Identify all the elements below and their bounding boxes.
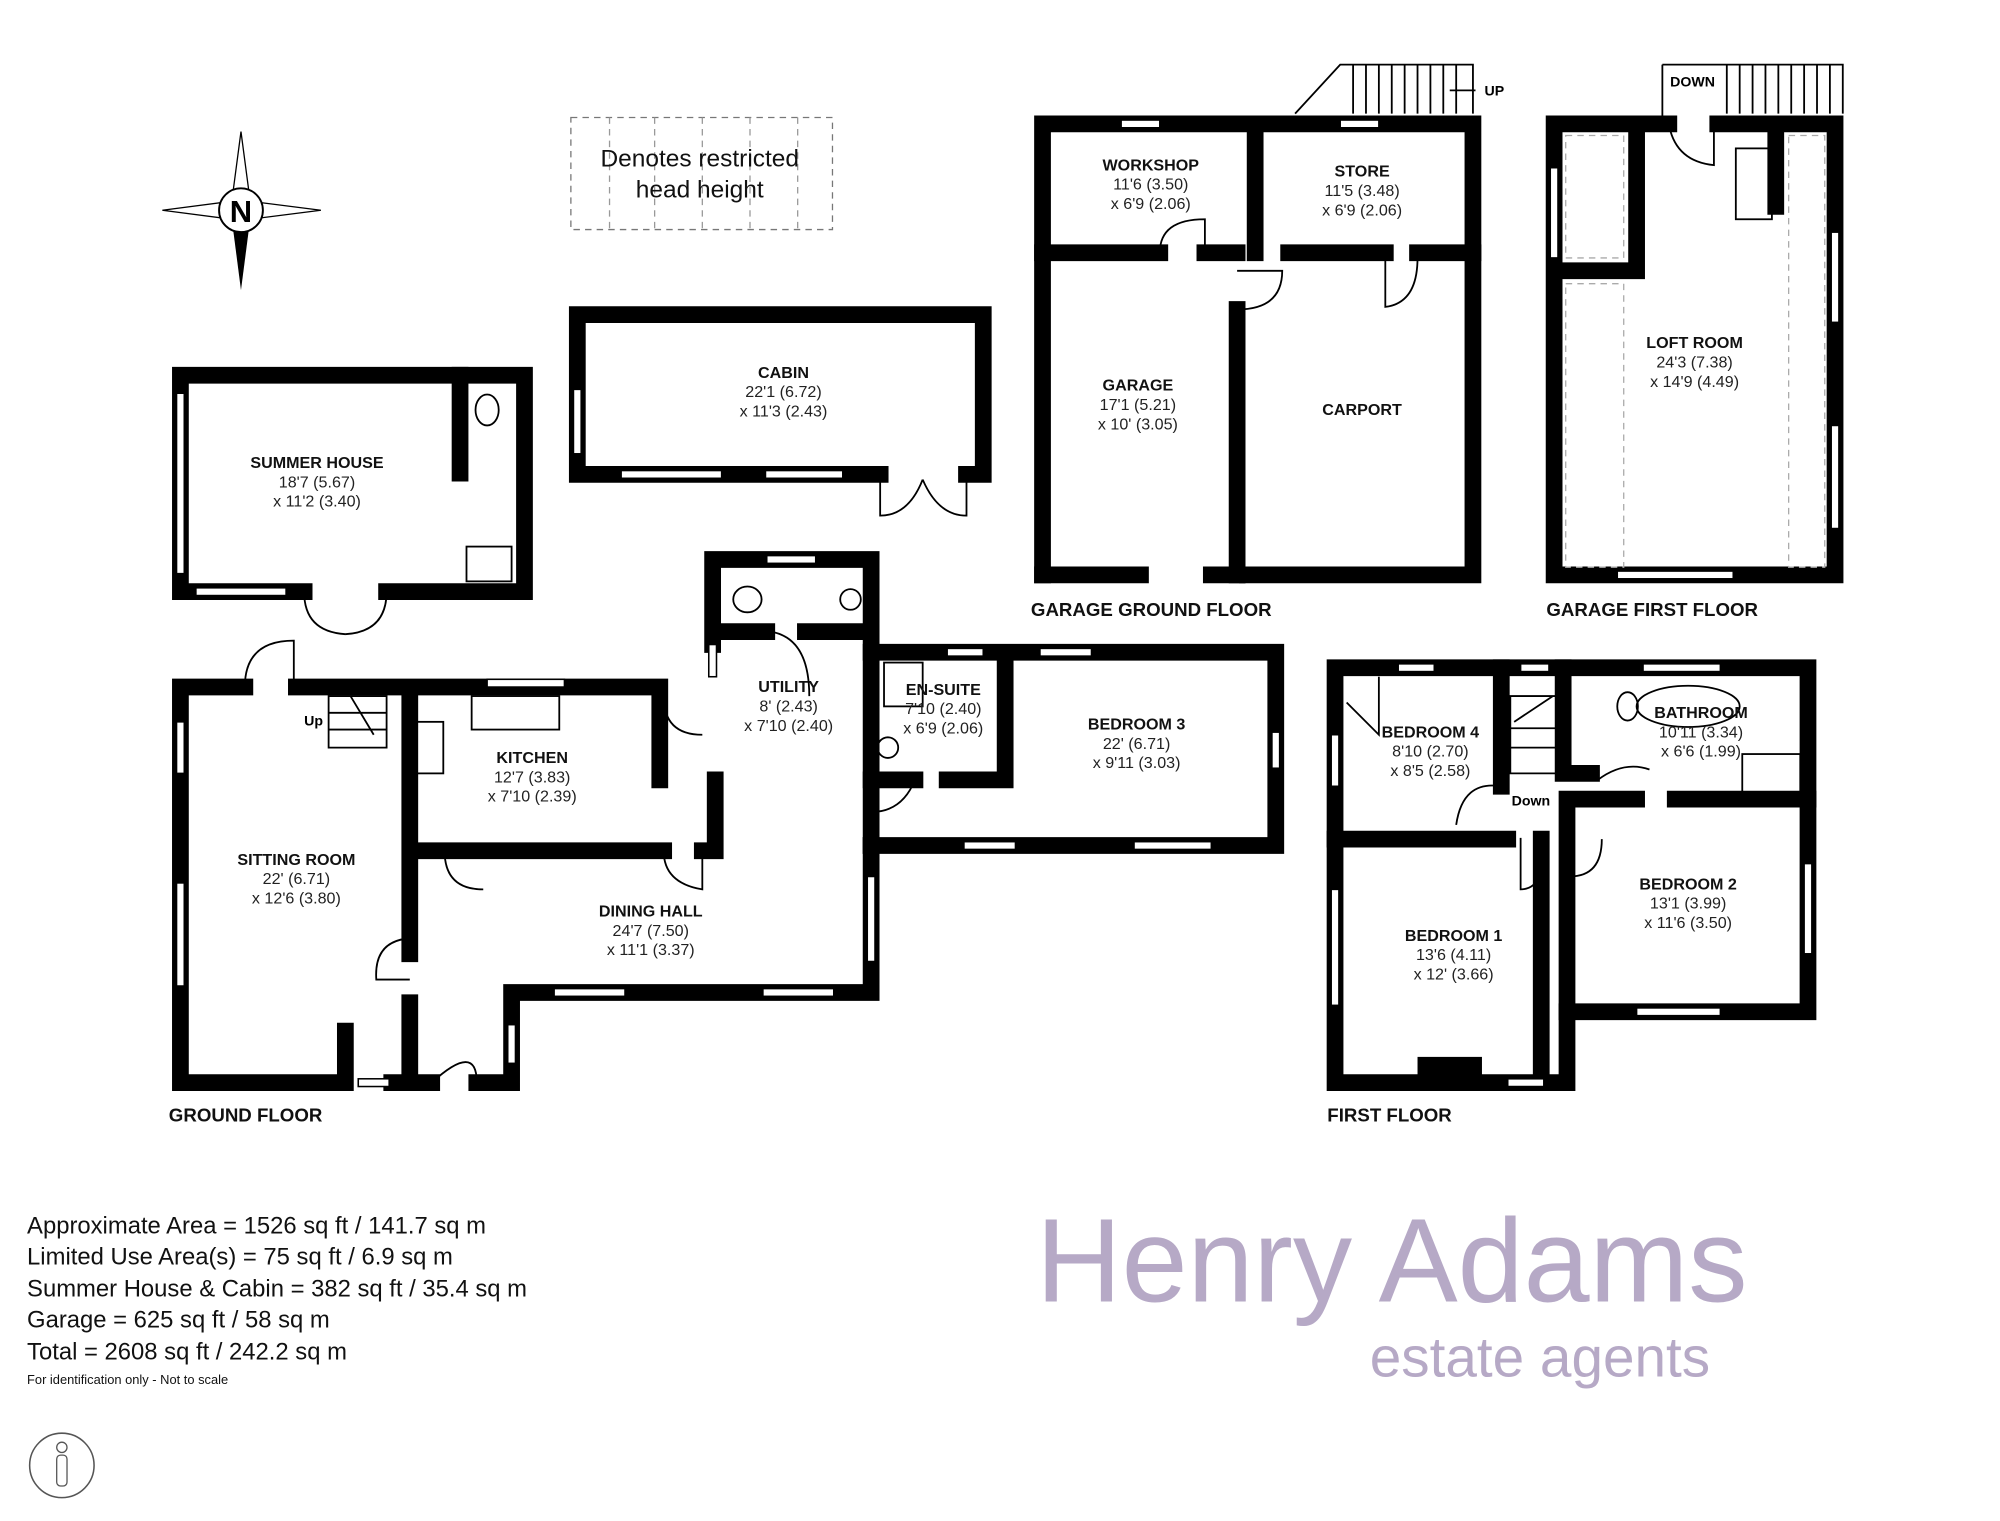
legend-line-2: head height: [636, 176, 764, 203]
room-dimension: x 6'9 (2.06): [1111, 195, 1191, 213]
room-name: UTILITY: [758, 678, 819, 696]
watermark-brand: Henry Adams: [1036, 1196, 1748, 1328]
person-scale-icon: [28, 1432, 95, 1499]
room-dimension: x 12' (3.66): [1414, 966, 1494, 984]
floor-label: FIRST FLOOR: [1327, 1104, 1452, 1125]
room-dimension: 24'3 (7.38): [1656, 353, 1732, 371]
room-name: BEDROOM 2: [1639, 875, 1737, 893]
compass-icon: N: [162, 131, 321, 291]
room-name: EN-SUITE: [906, 681, 981, 699]
room-name: BEDROOM 4: [1382, 723, 1480, 741]
area-line: Limited Use Area(s) = 75 sq ft / 6.9 sq …: [27, 1243, 453, 1270]
floor-label: GARAGE FIRST FLOOR: [1546, 599, 1758, 620]
disclaimer: For identification only - Not to scale: [27, 1372, 228, 1387]
room-name: LOFT ROOM: [1646, 334, 1743, 352]
floor-label: GARAGE GROUND FLOOR: [1031, 599, 1272, 620]
room-dimension: x 12'6 (3.80): [252, 890, 341, 908]
area-summary: Approximate Area = 1526 sq ft / 141.7 sq…: [27, 1212, 527, 1387]
restricted-head-height-legend: Denotes restricted head height: [570, 116, 834, 231]
room-dimension: x 7'10 (2.39): [488, 788, 577, 806]
area-line: Summer House & Cabin = 382 sq ft / 35.4 …: [27, 1276, 527, 1303]
room-dimension: 7'10 (2.40): [905, 700, 981, 718]
stairs-down-label: DOWN: [1670, 75, 1715, 91]
compass-north-label: N: [230, 194, 252, 229]
ground-floor: Up SITTING ROOM 22' (6.71) x 12'6 (3.80)…: [169, 551, 1285, 1125]
room-dimension: x 9'11 (3.03): [1093, 754, 1181, 772]
room-dimension: x 14'9 (4.49): [1650, 373, 1739, 391]
legend-line-1: Denotes restricted: [600, 145, 799, 172]
room-dimension: 11'5 (3.48): [1324, 182, 1399, 200]
room-dimension: x 6'9 (2.06): [903, 719, 983, 737]
watermark-tagline: estate agents: [1370, 1326, 1710, 1389]
room-name: BEDROOM 3: [1088, 716, 1186, 734]
cabin: CABIN 22'1 (6.72) x 11'3 (2.43): [568, 306, 992, 517]
room-name: GARAGE: [1103, 377, 1174, 395]
room-dimension: 24'7 (7.50): [613, 922, 689, 940]
first-floor: Down BEDROOM 4 8'10 (2.70) x 8'5 (2.58) …: [1326, 659, 1817, 1125]
room-name: SUMMER HOUSE: [250, 454, 383, 472]
room-dimension: 22'1 (6.72): [745, 383, 821, 401]
room-dimension: 13'6 (4.11): [1416, 946, 1491, 964]
garage-ground-floor: UP WORKSHOP 11'6 (3.50) x 6'9 (2.06) STO…: [1031, 63, 1505, 620]
area-line: Total = 2608 sq ft / 242.2 sq m: [27, 1339, 347, 1366]
area-line: Garage = 625 sq ft / 58 sq m: [27, 1307, 330, 1334]
room-dimension: 22' (6.71): [1103, 735, 1171, 753]
room-dimension: 10'11 (3.34): [1659, 723, 1743, 741]
room-dimension: 8'10 (2.70): [1392, 743, 1468, 761]
room-dimension: 8' (2.43): [759, 698, 818, 716]
room-name: SITTING ROOM: [237, 851, 355, 869]
watermark: Henry Adams estate agents: [1036, 1196, 1748, 1390]
room-name: CABIN: [758, 364, 809, 382]
room-name: BEDROOM 1: [1405, 927, 1503, 945]
floor-label: GROUND FLOOR: [169, 1104, 323, 1125]
room-dimension: x 10' (3.05): [1098, 415, 1178, 433]
room-dimension: 22' (6.71): [263, 870, 331, 888]
room-dimension: x 11'6 (3.50): [1644, 914, 1732, 932]
room-name: CARPORT: [1322, 401, 1402, 419]
room-dimension: 18'7 (5.67): [279, 473, 355, 491]
room-dimension: 11'6 (3.50): [1113, 176, 1188, 194]
room-dimension: x 8'5 (2.58): [1390, 762, 1470, 780]
room-dimension: 12'7 (3.83): [494, 768, 570, 786]
stairs-up-label: Up: [304, 714, 323, 730]
room-dimension: x 11'1 (3.37): [607, 941, 695, 959]
room-name: DINING HALL: [599, 902, 703, 920]
room-name: STORE: [1335, 163, 1390, 181]
room-name: BATHROOM: [1654, 704, 1748, 722]
room-dimension: 13'1 (3.99): [1650, 895, 1726, 913]
room-dimension: x 11'2 (3.40): [273, 493, 361, 511]
room-dimension: x 7'10 (2.40): [744, 717, 833, 735]
room-dimension: 17'1 (5.21): [1100, 396, 1176, 414]
room-dimension: x 11'3 (2.43): [740, 402, 828, 420]
stairs-up-label: UP: [1485, 84, 1505, 100]
garage-first-floor: DOWN LOFT ROOM 24'3 (7.38) x 14'9 (4.49)…: [1545, 63, 1844, 620]
summer-house: SUMMER HOUSE 18'7 (5.67) x 11'2 (3.40): [172, 366, 533, 636]
room-dimension: x 6'9 (2.06): [1322, 201, 1402, 219]
stairs-down-label: Down: [1512, 794, 1551, 810]
room-name: WORKSHOP: [1102, 156, 1199, 174]
area-line: Approximate Area = 1526 sq ft / 141.7 sq…: [27, 1212, 486, 1239]
room-dimension: x 6'6 (1.99): [1661, 743, 1741, 761]
room-name: KITCHEN: [496, 749, 568, 767]
